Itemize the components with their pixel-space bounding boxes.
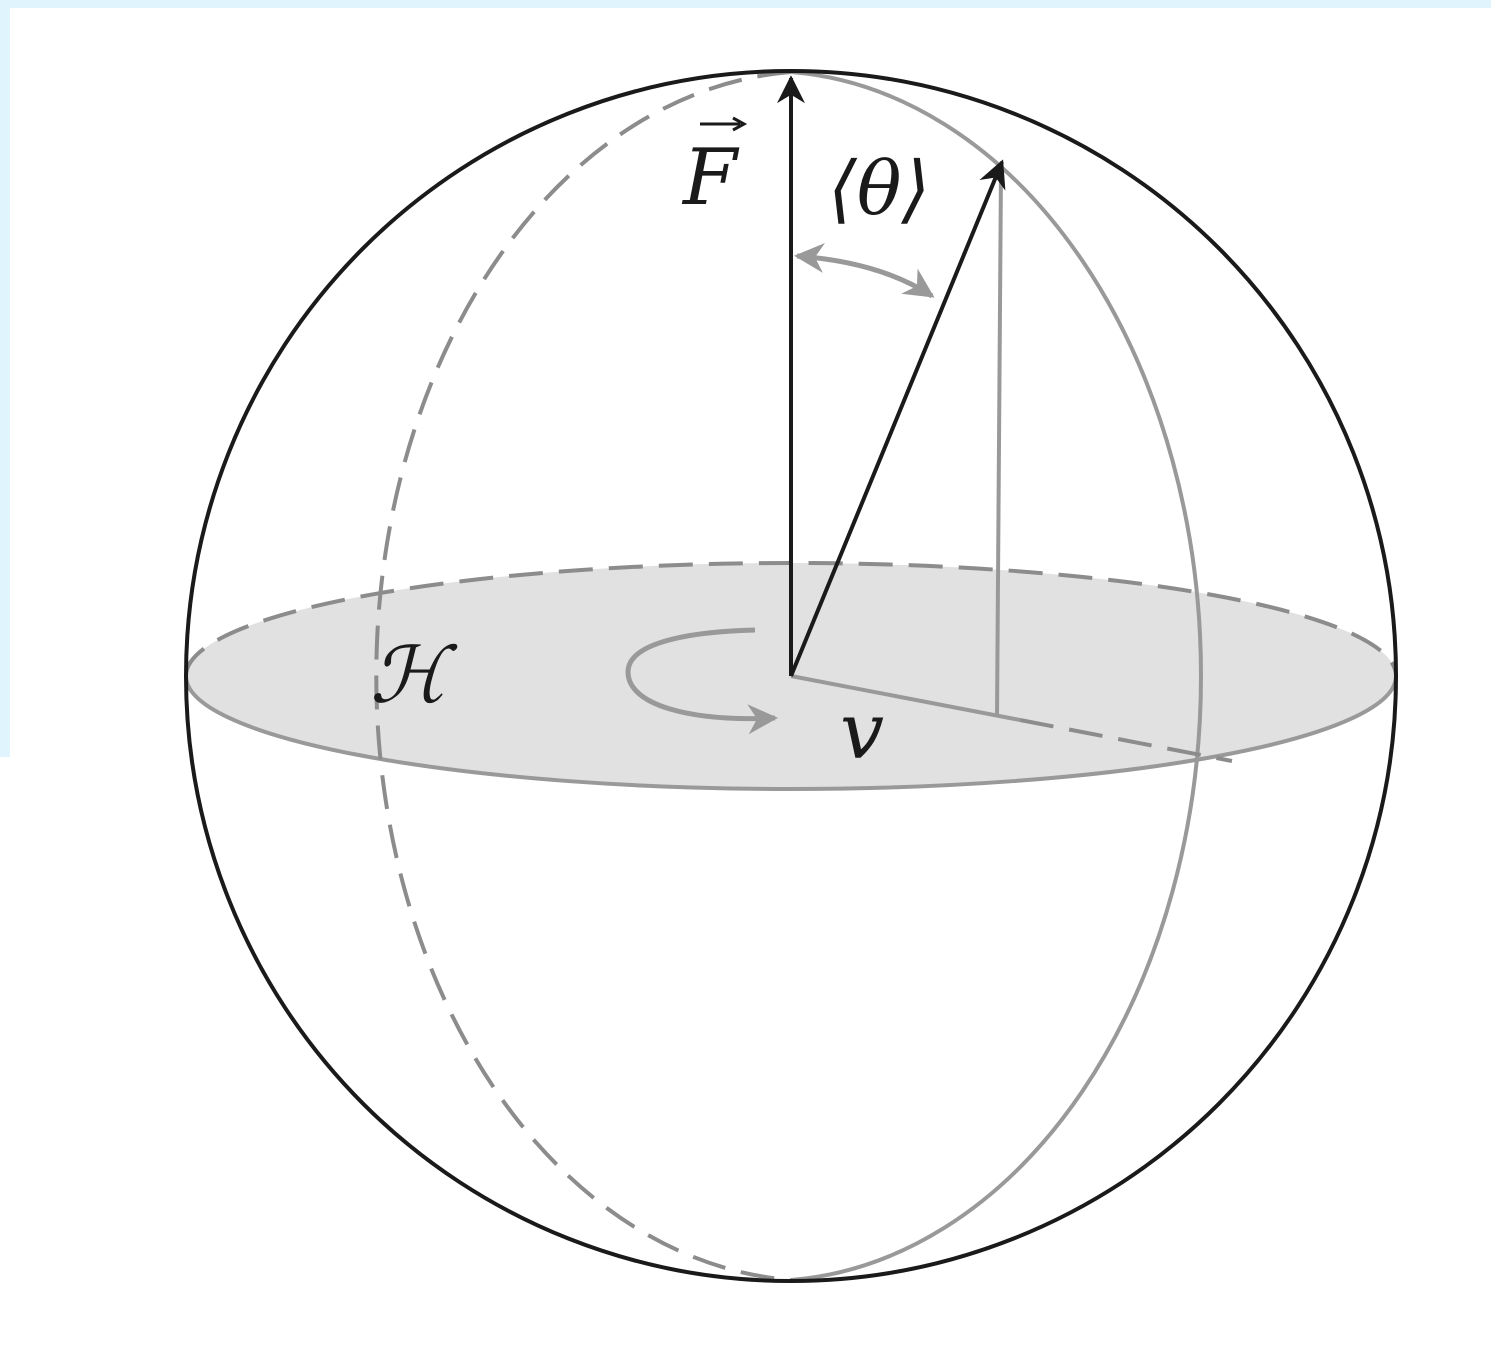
force-label: F: [681, 133, 740, 223]
disk-front-edge: [184, 675, 1398, 791]
projection-line: [790, 674, 1021, 722]
angle-arc: [794, 242, 935, 299]
frame-top-strip: [0, 0, 1491, 8]
front-meridian: [790, 70, 1203, 1282]
sphere-outline: [184, 69, 1398, 1283]
frame-left-strip: [0, 0, 10, 757]
rotation-label: v: [840, 687, 884, 777]
rotation-arrow: [625, 627, 778, 735]
vector-arrow-icon: [700, 116, 748, 132]
projection-line-dashed: [1019, 718, 1233, 763]
plane-label: ℋ: [370, 631, 458, 721]
angle-label: ⟨θ⟩: [828, 146, 930, 232]
back-meridian: [374, 70, 792, 1282]
tilted-vector: [789, 159, 1006, 677]
vertical-drop-line: [995, 169, 1003, 717]
